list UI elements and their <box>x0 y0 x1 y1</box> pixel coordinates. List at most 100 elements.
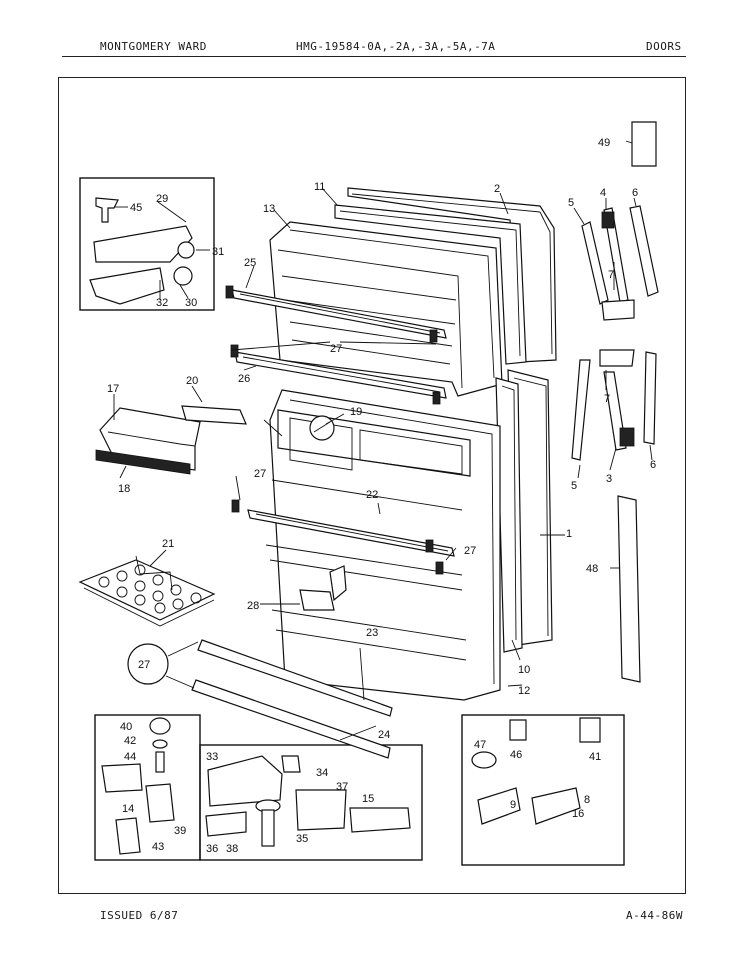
callout-5a: 5 <box>568 197 574 209</box>
bracket-14 <box>101 763 143 793</box>
callout-7b: 7 <box>604 393 610 405</box>
callout-36: 36 <box>206 843 218 855</box>
callout-12: 12 <box>518 685 530 697</box>
strap-5-top <box>581 221 609 305</box>
callout-19: 19 <box>350 406 362 418</box>
washer-31 <box>177 241 195 259</box>
callout-27c: 27 <box>464 545 476 557</box>
callout-22: 22 <box>366 489 378 501</box>
trim-cap <box>631 121 657 167</box>
callout-27d: 27 <box>138 659 150 671</box>
callout-24: 24 <box>378 729 390 741</box>
door-rail-23 <box>197 639 393 717</box>
callout-8: 8 <box>584 794 590 806</box>
hinge-39 <box>145 783 175 823</box>
callout-1: 1 <box>566 528 572 540</box>
callout-39: 39 <box>174 825 186 837</box>
pin-38 <box>261 809 275 847</box>
freezer-door <box>225 187 557 405</box>
header-rule <box>62 56 686 57</box>
callout-16: 16 <box>572 808 584 820</box>
bushing-40 <box>149 717 171 735</box>
butter-compartment <box>95 407 201 475</box>
bracket-9 <box>477 787 521 825</box>
callout-7a: 7 <box>608 269 614 281</box>
callout-31: 31 <box>212 246 224 258</box>
bracket-16 <box>531 787 581 825</box>
egg-tray <box>78 555 216 627</box>
callout-35: 35 <box>296 833 308 845</box>
hinge-plate-29 <box>93 225 193 263</box>
hinge-33 <box>207 755 283 807</box>
shim-36 <box>205 811 247 837</box>
callout-17: 17 <box>107 383 119 395</box>
hinge-43 <box>115 817 141 855</box>
leader-lines <box>113 140 653 741</box>
inset-box-bushings <box>461 714 625 866</box>
callout-6b: 6 <box>650 459 656 471</box>
callout-5b: 5 <box>571 480 577 492</box>
bracket-7-bottom <box>599 349 635 367</box>
header-section: DOORS <box>646 40 682 53</box>
door-rail-24 <box>191 679 391 759</box>
header-model: HMG-19584-0A,-2A,-3A,-5A,-7A <box>296 40 496 53</box>
strap-6-bottom <box>643 351 657 445</box>
pin-44 <box>155 751 165 773</box>
callout-45: 45 <box>130 202 142 214</box>
callout-43: 43 <box>152 841 164 853</box>
inset-box-hinge-center <box>199 744 423 861</box>
callout-29: 29 <box>156 193 168 205</box>
callout-13: 13 <box>263 203 275 215</box>
callout-37: 37 <box>336 781 348 793</box>
footer-issued: ISSUED 6/87 <box>100 909 179 922</box>
callout-42: 42 <box>124 735 136 747</box>
callout-18: 18 <box>118 483 130 495</box>
stop-34 <box>281 755 301 773</box>
callout-44: 44 <box>124 751 136 763</box>
washer-42 <box>152 739 168 749</box>
callout-10: 10 <box>518 664 530 676</box>
strap-3-clip <box>619 427 635 447</box>
fresh-food-door <box>231 369 553 701</box>
callout-3: 3 <box>606 473 612 485</box>
footer-code: A-44-86W <box>626 909 683 922</box>
callout-27b: 27 <box>254 468 266 480</box>
trim-strip-48 <box>617 495 641 683</box>
cap-47 <box>471 751 497 769</box>
callout-25: 25 <box>244 257 256 269</box>
shim-32 <box>89 267 165 305</box>
callout-33: 33 <box>206 751 218 763</box>
callout-26: 26 <box>238 373 250 385</box>
diagram-frame <box>58 77 686 894</box>
strap-6-top <box>629 205 659 297</box>
callout-47: 47 <box>474 739 486 751</box>
hinge-37 <box>295 789 347 831</box>
pin-45 <box>95 197 119 223</box>
callout-6a: 6 <box>632 187 638 199</box>
callout-20: 20 <box>186 375 198 387</box>
callout-23: 23 <box>366 627 378 639</box>
butter-door <box>181 405 247 425</box>
callout-38: 38 <box>226 843 238 855</box>
bushing-46 <box>509 719 527 741</box>
callout-21: 21 <box>162 538 174 550</box>
callout-4: 4 <box>600 187 606 199</box>
bushing-30 <box>173 266 193 286</box>
header-brand: MONTGOMERY WARD <box>100 40 207 53</box>
cover-15 <box>349 807 411 833</box>
callout-2: 2 <box>494 183 500 195</box>
callout-49: 49 <box>598 137 610 149</box>
callout-28: 28 <box>247 600 259 612</box>
strap-5-bottom <box>571 359 591 461</box>
bracket-7-top <box>601 299 635 321</box>
callout-40: 40 <box>120 721 132 733</box>
callout-15: 15 <box>362 793 374 805</box>
inset-box-hinge-top <box>79 177 215 311</box>
callout-41: 41 <box>589 751 601 763</box>
callout-14: 14 <box>122 803 134 815</box>
callout-32: 32 <box>156 297 168 309</box>
callout-30: 30 <box>185 297 197 309</box>
callout-9: 9 <box>510 799 516 811</box>
strap-4-clip <box>601 211 615 229</box>
